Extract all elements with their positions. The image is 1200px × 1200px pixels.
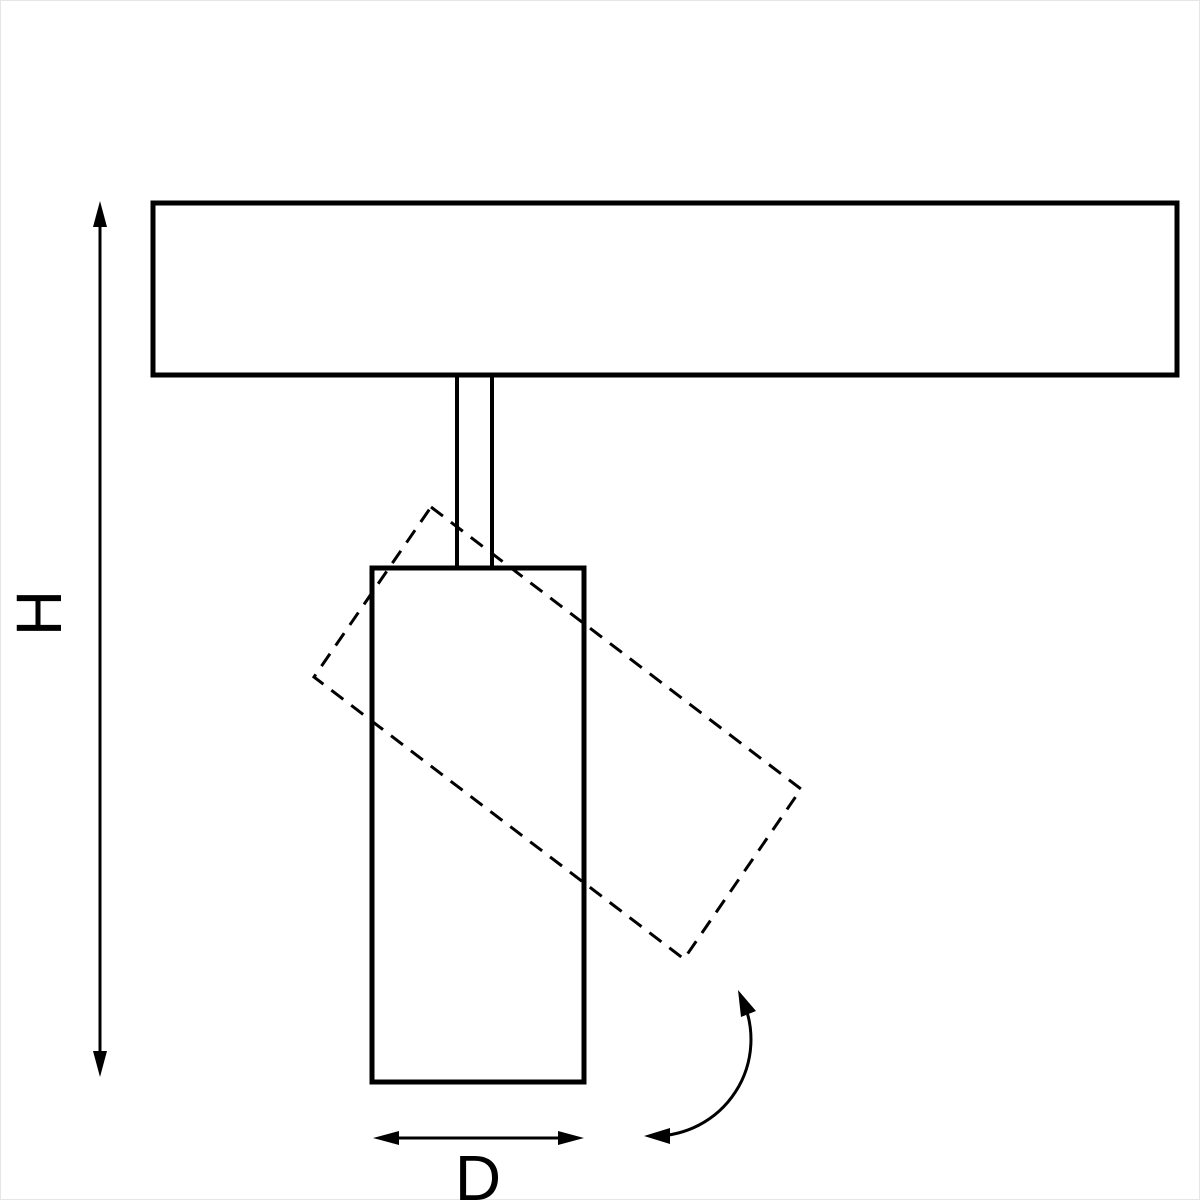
height-dimension-bottom-arrowhead-icon xyxy=(93,1051,107,1077)
rotation-arrow-left-arrowhead-icon xyxy=(644,1128,670,1144)
rotation-arrow-arc xyxy=(655,1000,753,1138)
rotated-body-dashed-outline xyxy=(311,504,804,962)
rotation-arrow-up-arrowhead-icon xyxy=(738,990,756,1017)
height-dimension-label: H xyxy=(3,590,75,636)
track-rail-outline xyxy=(150,200,1180,378)
diameter-dimension-right-arrowhead-icon xyxy=(558,1131,584,1145)
spotlight-body-outline xyxy=(369,565,587,1085)
diameter-dimension-left-arrowhead-icon xyxy=(373,1131,399,1145)
diameter-dimension-label: D xyxy=(455,1142,501,1200)
height-dimension-top-arrowhead-icon xyxy=(93,201,107,227)
